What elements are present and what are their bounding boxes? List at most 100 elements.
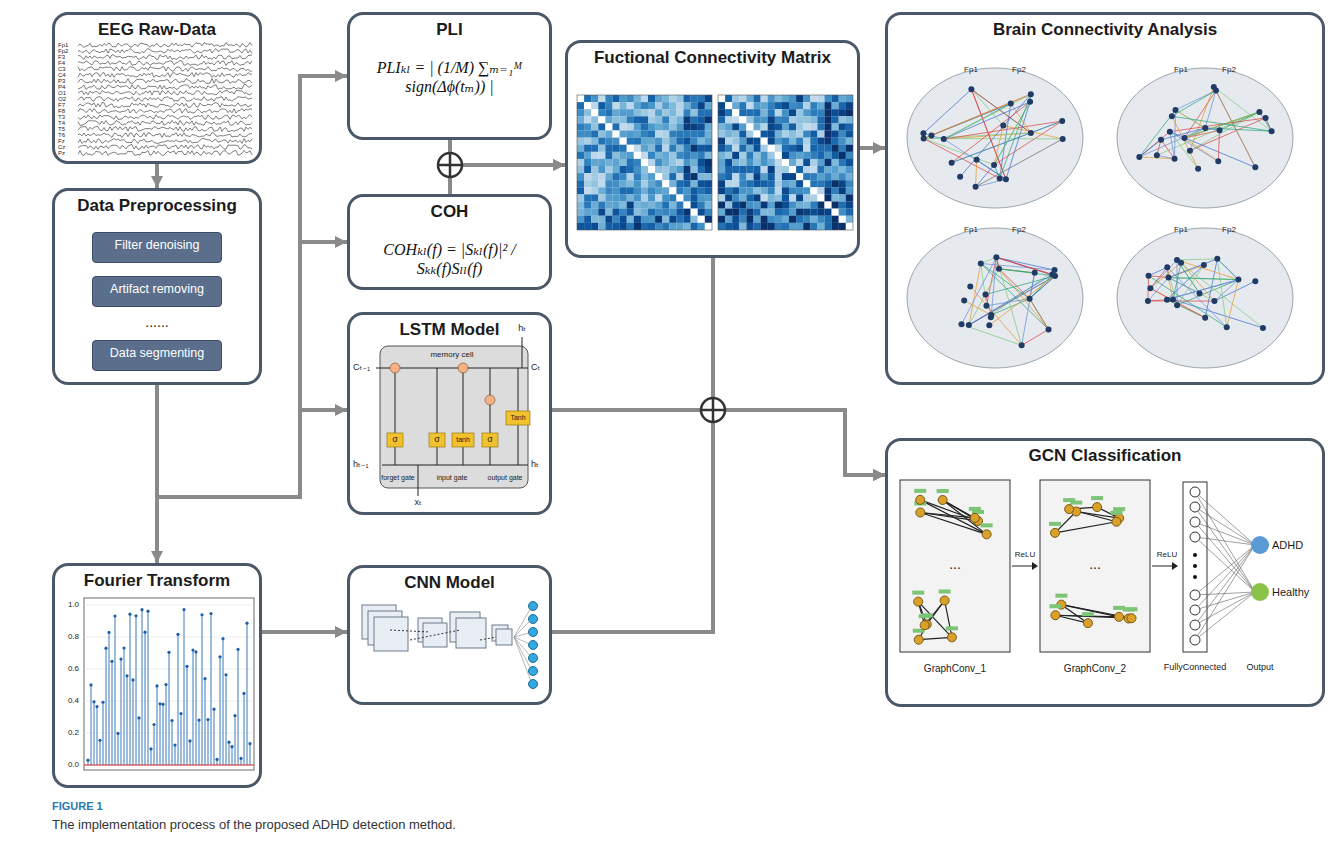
graph-node: [1093, 503, 1102, 512]
matrix-cell: [584, 145, 591, 152]
matrix-cell: [825, 123, 832, 130]
connectivity-line: [981, 263, 1030, 298]
matrix-cell: [684, 194, 691, 201]
label-text: GraphConv_1: [924, 663, 986, 674]
stem: [160, 704, 161, 765]
matrix-cell: [725, 152, 732, 159]
connectivity-line: [1172, 116, 1198, 169]
matrix-cell: [669, 109, 676, 116]
label-text: T3: [58, 114, 65, 121]
matrix-cell: [591, 95, 598, 102]
matrix-cell: [691, 131, 698, 138]
matrix-frame: [718, 95, 853, 230]
stem: [169, 652, 170, 765]
electrode: [1164, 264, 1170, 270]
matrix-cell: [613, 145, 620, 152]
matrix-cell: [825, 109, 832, 116]
stem-dot: [149, 747, 152, 750]
matrix-cell: [725, 116, 732, 123]
connectivity-line: [1227, 280, 1239, 328]
electrode: [1027, 99, 1033, 105]
matrix-cell: [817, 209, 824, 216]
matrix-cell: [739, 173, 746, 180]
lstm-box: LSTM Model: [347, 312, 552, 515]
matrix-cell: [691, 173, 698, 180]
matrix-cell: [782, 95, 789, 102]
node-title: GCN Classification: [888, 441, 1322, 466]
matrix-cell: [613, 109, 620, 116]
matrix-cell: [775, 109, 782, 116]
matrix-cell: [634, 209, 641, 216]
electrode: [1214, 256, 1220, 262]
matrix-cell: [705, 138, 712, 145]
matrix-cell: [739, 180, 746, 187]
matrix-cell: [796, 138, 803, 145]
matrix-cell: [669, 209, 676, 216]
label-text: T5: [58, 126, 65, 133]
matrix-cell: [746, 173, 753, 180]
gate-line: [518, 368, 519, 411]
stem: [109, 632, 110, 765]
matrix-cell: [669, 102, 676, 109]
node-feature: [1126, 607, 1138, 611]
matrix-cell: [698, 166, 705, 173]
matrix-cell: [846, 202, 853, 209]
matrix-cell: [746, 180, 753, 187]
matrix-cell: [684, 109, 691, 116]
matrix-cell: [598, 194, 605, 201]
matrix-cell: [691, 216, 698, 223]
stem-dot: [233, 714, 236, 717]
stem: [232, 747, 233, 765]
label-text: Fp2: [1222, 226, 1236, 235]
matrix-cell: [584, 131, 591, 138]
matrix-cell: [620, 109, 627, 116]
stem-dot: [98, 739, 101, 742]
matrix-cell: [669, 145, 676, 152]
matrix-cell: [768, 152, 775, 159]
matrix-cell: [775, 223, 782, 230]
matrix-cell: [839, 95, 846, 102]
matrix-cell: [648, 102, 655, 109]
matrix-cell: [648, 159, 655, 166]
matrix-cell: [768, 95, 775, 102]
stem-dot: [125, 674, 128, 677]
electrode: [974, 157, 980, 163]
matrix-cell: [691, 166, 698, 173]
matrix-cell: [627, 166, 634, 173]
matrix-cell: [718, 102, 725, 109]
matrix-cell: [627, 102, 634, 109]
matrix-cell: [684, 166, 691, 173]
matrix-cell: [725, 216, 732, 223]
matrix-cell: [684, 95, 691, 102]
neuron: [529, 680, 538, 689]
matrix-cell: [746, 223, 753, 230]
matrix-cell: [613, 152, 620, 159]
connectivity-line: [1175, 90, 1216, 110]
matrix-cell: [725, 145, 732, 152]
flow-connector: [155, 385, 159, 563]
matrix-cell: [796, 116, 803, 123]
label-text: T4: [58, 120, 65, 127]
formula-text: COHₖₗ(f) = |Sₖₗ(f)|² / Sₖₖ(f)Sₗₗ(f): [350, 240, 549, 278]
matrix-cell: [803, 116, 810, 123]
matrix-cell: [613, 131, 620, 138]
graph-node: [1083, 619, 1092, 628]
matrix-cell: [648, 209, 655, 216]
matrix-cell: [627, 209, 634, 216]
matrix-cell: [662, 223, 669, 230]
matrix-cell: [662, 187, 669, 194]
matrix-cell: [691, 187, 698, 194]
matrix-cell: [641, 109, 648, 116]
electrode: [1263, 115, 1269, 121]
matrix-cell: [796, 123, 803, 130]
matrix-cell: [584, 109, 591, 116]
matrix-cell: [634, 109, 641, 116]
matrix-cell: [782, 216, 789, 223]
label-text: F8: [58, 108, 65, 115]
electrode: [997, 175, 1003, 181]
matrix-cell: [739, 152, 746, 159]
matrix-cell: [789, 216, 796, 223]
matrix-cell: [684, 202, 691, 209]
